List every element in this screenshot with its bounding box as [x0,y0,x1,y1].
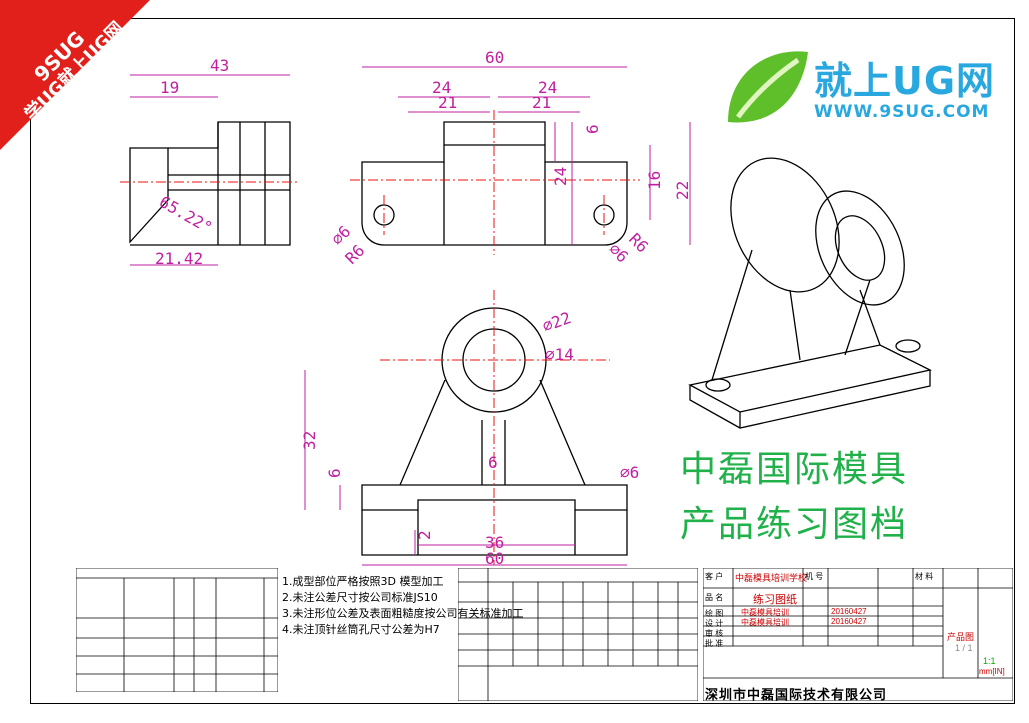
customer-label: 客 户 [705,572,724,581]
drawer-value: 中磊模具培训 [741,608,789,617]
tolerance-table-left [75,567,279,693]
dim-36: 36 [485,533,504,552]
dim-24-right: 24 [538,78,557,97]
dim-phi22: ⌀22 [540,308,574,336]
dim-60-bottom: 60 [485,549,504,568]
check-label: 审 核 [705,629,724,638]
product-label: 产品图 [947,632,975,642]
date-1: 20160427 [831,607,867,616]
dim-phi14: ⌀14 [545,345,574,364]
drawing-frame [30,18,1015,704]
title-label: 品 名 [705,593,724,602]
watermark-line2: 产品练习图档 [680,504,909,545]
dim-phi6-bottom: ⌀6 [620,463,639,482]
notes: 1.成型部位严格按照3D 模型加工 2.未注公差尺寸按公司标准JS10 3.未注… [282,574,524,638]
company-name: 深圳市中磊国际技术有限公司 [705,688,888,703]
logo-text: 就上UG网 [814,59,996,103]
dim-16: 16 [645,171,664,190]
dim-43: 43 [210,56,229,75]
note-3: 3.未注形位公差及表面粗糙度按公司有关标准加工 [282,607,524,620]
dim-6-top: 6 [583,124,602,134]
corner-badge [0,0,150,150]
sheet-value: 1 / 1 [955,643,973,653]
dim-24-left: 24 [432,78,451,97]
note-2: 2.未注公差尺寸按公司标准JS10 [282,591,438,604]
dim-r6-left: R6 [341,241,368,268]
note-1: 1.成型部位严格按照3D 模型加工 [282,575,444,588]
logo-leaf-icon [728,51,808,123]
dim-32: 32 [300,431,319,450]
note-4: 4.未注顶针丝筒孔尺寸公差为H7 [282,623,440,636]
watermark-line1: 中磊国际模具 [680,449,909,490]
dim-24-vert: 24 [551,167,570,186]
dim-21-left: 21 [438,93,457,112]
dim-19: 19 [160,78,179,97]
dim-2: 2 [415,530,434,540]
dim-22: 22 [673,181,692,200]
logo-url: WWW.9SUG.COM [814,102,990,122]
dim-21-42: 21.42 [155,249,203,268]
part-no-label: 机 号 [805,572,824,581]
unit-value: mm[IN] [979,667,1005,676]
dim-60-top: 60 [485,48,504,67]
dim-6-left: 6 [325,468,344,478]
scale-value: 1:1 [983,656,996,666]
title-block: 客 户 中磊模具培训学校 机 号 品 名 练习图纸 材 料 绘 图 中磊模具培训… [703,568,1013,701]
dim-6-center: 6 [488,453,498,472]
designer-value: 中磊模具培训 [741,618,789,627]
drawing-label: 绘 图 [705,609,724,618]
logo: 就上UG网 WWW.9SUG.COM [718,42,998,132]
material-label: 材 料 [915,572,934,581]
title-value: 练习图纸 [753,594,797,606]
dim-21-right: 21 [532,93,551,112]
dim-angle: 65.22° [156,192,216,237]
approve-label: 批 准 [705,639,724,648]
date-2: 20160427 [831,617,867,626]
tolerance-table-right [457,567,699,702]
designer-label: 设 计 [705,619,724,628]
customer-value: 中磊模具培训学校 [735,573,808,583]
